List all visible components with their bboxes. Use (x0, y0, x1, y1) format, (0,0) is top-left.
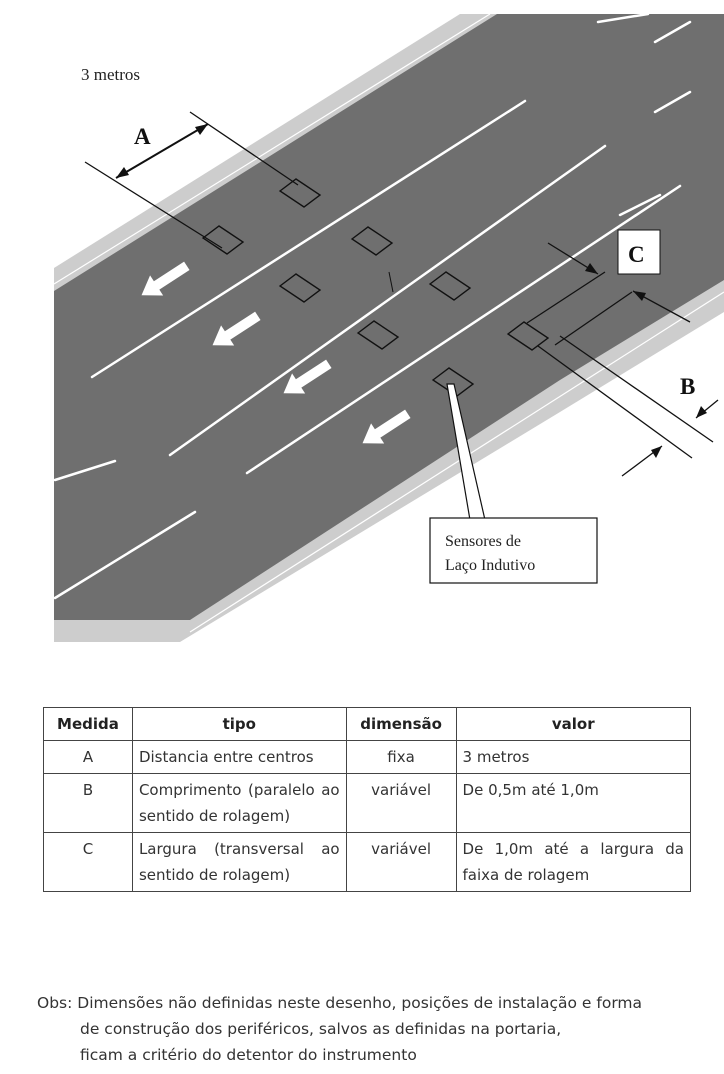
road-surface (54, 14, 724, 620)
obs-line-3: ficam a critério do detentor do instrume… (80, 1046, 417, 1064)
lane-line (596, 12, 650, 24)
cell-medida: C (43, 832, 133, 892)
cell-tipo: Distancia entre centros (131, 740, 347, 774)
obs-line-2: de construção dos periféricos, salvos as… (80, 1020, 562, 1038)
direction-arrows (141, 261, 411, 444)
cell-valor: De 0,5m até 1,0m (455, 773, 692, 833)
header-valor: valor (455, 707, 692, 741)
dimension-B (537, 335, 719, 477)
loop-sensor (356, 320, 400, 350)
cell-medida: A (43, 740, 133, 774)
cell-tipo: Comprimento (paralelo ao sentido de rola… (131, 773, 347, 833)
arrowhead (585, 263, 598, 274)
measure-A-text: 3 metros (81, 65, 140, 84)
extension-line (559, 335, 714, 443)
label-C: C (628, 242, 645, 267)
observation-note: Obs: Dimensões não definidas neste desen… (37, 990, 717, 1068)
cell-dimensao: variável (345, 832, 457, 892)
lane-line (653, 20, 692, 44)
header-dimensao: dimensão (345, 707, 457, 741)
dimension-C (526, 242, 691, 346)
lane-line (53, 459, 117, 482)
cell-medida: B (43, 773, 133, 833)
table-row: C Largura (transversal ao sentido de rol… (43, 832, 692, 892)
lane-line (618, 193, 662, 217)
road-edge-line (53, 13, 491, 285)
dimension-arrow-line (115, 123, 209, 179)
loop-sensor (278, 178, 322, 208)
obs-prefix: Obs: (37, 994, 73, 1012)
sensor-callout-box (429, 517, 598, 584)
loop-sensor (278, 273, 322, 303)
arrowhead (195, 124, 208, 135)
extension-line (526, 271, 606, 324)
table-row: B Comprimento (paralelo ao sentido de ro… (43, 773, 692, 833)
lane-line (53, 510, 197, 600)
extension-line (537, 345, 693, 459)
lane-dividers (53, 12, 692, 600)
lane-line (653, 90, 692, 114)
extension-line (84, 161, 223, 249)
arrow-left-down (141, 261, 190, 296)
header-tipo: tipo (131, 707, 347, 741)
obs-text: Dimensões não definidas neste desenho, p… (77, 994, 643, 1012)
label-C-box (617, 229, 661, 275)
header-medida: Medida (43, 707, 133, 741)
arrowhead (696, 406, 707, 418)
lane-line (245, 184, 682, 475)
arrowhead (116, 167, 129, 178)
arrow-left-down (362, 409, 411, 444)
lane-line (90, 99, 527, 379)
label-B: B (680, 374, 695, 399)
dimension-A (84, 111, 299, 249)
road-sensor-diagram: 3 metros A C B Sensores de Laço Indutivo (53, 12, 724, 642)
obs-line-1: Obs: Dimensões não definidas neste desen… (37, 990, 717, 1016)
tick-mark (388, 271, 394, 293)
sensor-label-line-2: Laço Indutivo (445, 557, 535, 574)
loop-sensor (428, 271, 472, 301)
arrowhead (651, 446, 662, 458)
table-header-row: Medida tipo dimensão valor (43, 707, 692, 741)
arrowhead (633, 291, 646, 301)
road-edge-line (189, 291, 724, 633)
dimension-spec-table: Medida tipo dimensão valor A Distancia e… (43, 707, 692, 892)
arrow-left-down (212, 311, 261, 346)
arrow-left-down (283, 359, 332, 394)
cell-valor: 3 metros (455, 740, 692, 774)
loop-sensor (350, 226, 394, 256)
lane-line (168, 144, 607, 457)
loop-sensor (506, 321, 550, 351)
loop-sensor (201, 225, 245, 255)
cell-dimensao: fixa (345, 740, 457, 774)
sensor-label-line-1: Sensores de (445, 533, 521, 550)
label-A: A (134, 124, 151, 149)
cell-valor: De 1,0m até a largura da faixa de rolage… (455, 832, 692, 892)
extension-line (554, 291, 633, 346)
table-row: A Distancia entre centros fixa 3 metros (43, 740, 692, 774)
cell-tipo: Largura (transversal ao sentido de rolag… (131, 832, 347, 892)
cell-dimensao: variável (345, 773, 457, 833)
